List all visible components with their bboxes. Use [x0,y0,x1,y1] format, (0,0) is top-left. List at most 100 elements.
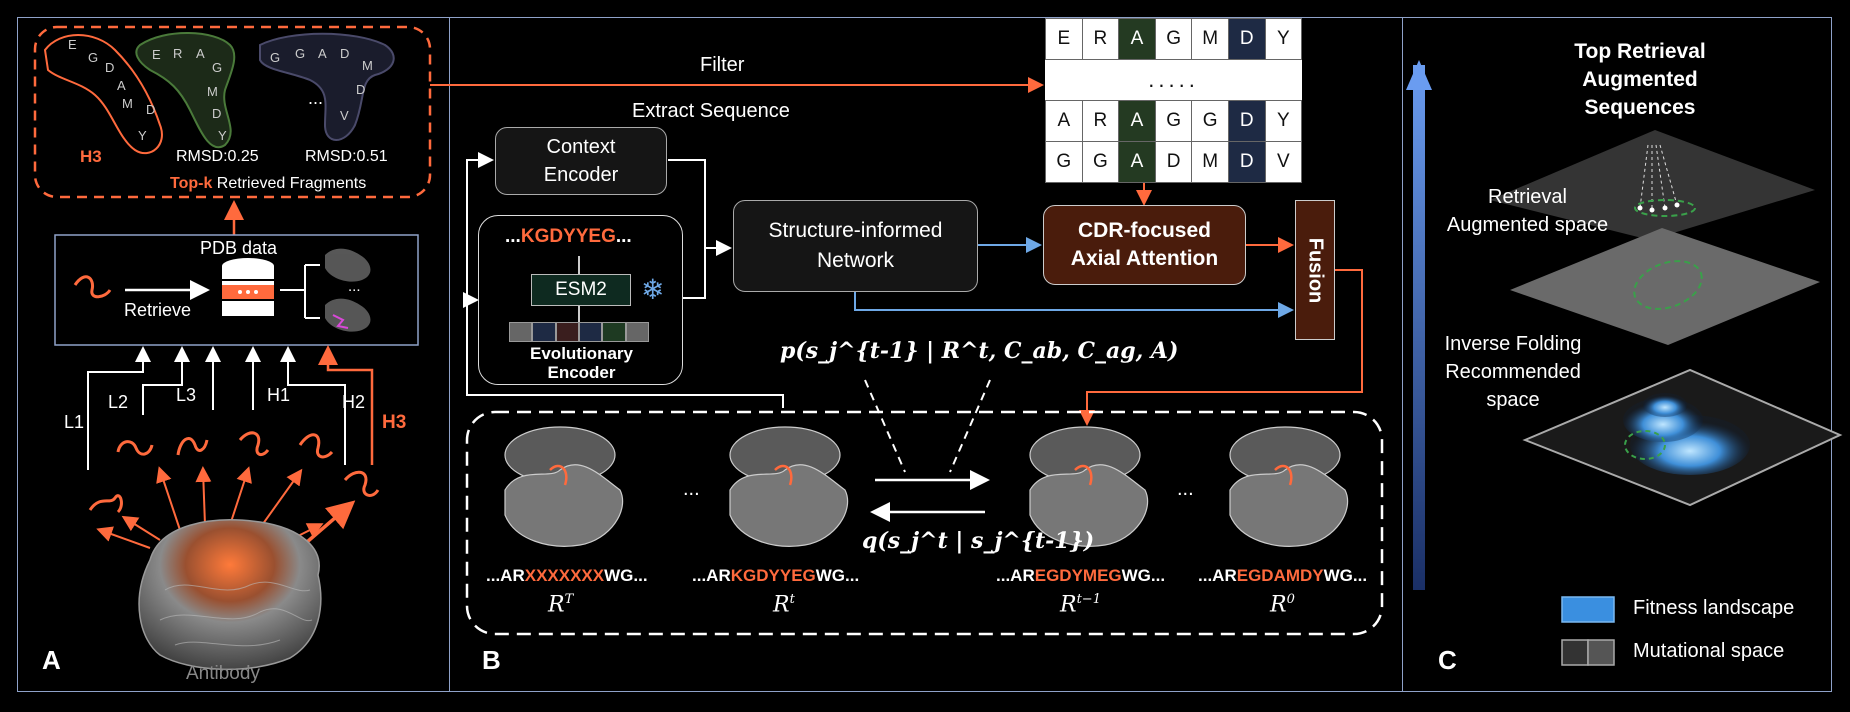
sin-line2: Network [816,249,895,272]
legend-swatch-fitness [1561,596,1615,623]
embedding-cell [625,322,649,342]
evo-encoder-line1: Evolutionary [530,344,633,363]
antibody-label: Antibody [186,663,260,684]
msa-cell: D [1227,18,1266,60]
seq-red: EGDAMDY [1236,566,1324,585]
structure-ellipsis-2: ... [1177,478,1194,500]
residue-m: M [207,84,218,99]
p-formula: p(s_j^{t-1} | R^t, C_ab, C_ag, A) [780,338,1178,364]
inverse-line3: space [1486,389,1540,411]
seq-post: WG... [815,566,860,585]
seq-post: WG... [1323,566,1368,585]
residue-d2: D [356,82,366,97]
residue-g: G [270,50,281,65]
panel-a-label: A [42,645,61,675]
embedding-cell [578,322,603,342]
q-formula: q(s_j^t | s_j^{t-1}) [862,528,1094,554]
down-arrow-1 [578,256,580,274]
retrieval-line1: Retrieval [1488,186,1567,208]
residue-e: E [68,37,77,52]
msa-cell: V [1264,141,1303,183]
residue-d: D [212,106,222,121]
msa-cell: E [1045,18,1083,60]
protein-structures [504,426,1349,547]
fusion-label: Fusion [1304,237,1327,303]
fragment-ellipsis: ... [308,88,324,108]
panel-c-label: C [1438,645,1457,675]
msa-dots: ..... [1045,59,1302,101]
msa-cell: G [1191,100,1229,142]
title-line1: Top Retrieval [1574,40,1706,63]
residue-d: D [340,46,350,61]
cdr-l2: L2 [108,392,129,412]
embedding-cell [555,322,579,342]
embedding-bar [509,322,649,342]
residue-y: Y [218,128,227,143]
esm2-label: ESM2 [555,279,607,300]
msa-cell: A [1118,100,1156,142]
cdr-attention-line2: Axial Attention [1070,247,1219,270]
rmsd-2: RMSD:0.51 [305,148,388,165]
cdr-h1: H1 [267,385,291,405]
legend-swatch-mutational-a [1561,639,1589,666]
fusion-box: Fusion [1295,200,1335,340]
residue-g: G [212,60,223,75]
state-letter: R [548,592,565,618]
msa-cell: R [1081,100,1120,142]
residue-r: R [173,46,183,61]
residue-e: E [152,47,161,62]
seq-pre: ...AR [1198,566,1237,585]
embedding-cell [602,322,626,342]
msa-cell: R [1081,18,1120,60]
pdb-data-label: PDB data [200,238,278,258]
panel-b-label: B [482,645,501,675]
msa-cell: D [1227,141,1266,183]
msa-cell: D [1154,141,1193,183]
state-sup: T [564,592,574,607]
msa-row: G G A D M D V [1045,141,1303,183]
down-arrow-2 [578,306,580,322]
context-encoder-line2: Encoder [543,164,619,186]
residue-v: V [340,108,349,123]
topk-rest: Retrieved Fragments [212,175,367,192]
state-label-rt: Rt [773,592,795,617]
residue-a: A [117,78,126,93]
antibody-structure [138,519,322,671]
seq-post: WG... [604,566,648,585]
seq-suffix: ... [615,226,632,247]
inverse-folding-label: Inverse Folding Recommended space [1423,330,1603,414]
msa-table: E R A G M D Y ..... A R A G G D Y G G A … [1045,18,1303,183]
context-encoder-line1: Context [546,136,616,158]
seq-post: WG... [1121,566,1166,585]
input-sequence: ...KGDYYEG... [505,226,632,248]
retrieval-line2: Augmented space [1446,214,1609,236]
context-encoder-box: Context Encoder [495,127,667,195]
sin-line1: Structure-informed [768,219,943,242]
msa-cell: D [1227,100,1266,142]
cdr-h3: H3 [382,412,407,433]
msa-cell: A [1118,141,1156,183]
panel-c-title: Top Retrieval Augmented Sequences [1545,38,1735,122]
residue-m: M [362,58,373,73]
database-icon [222,258,274,316]
seq-red: EGDYMEG [1034,566,1122,585]
msa-cell: G [1045,141,1083,183]
state-label-rT: RT [548,592,573,617]
msa-cell: Y [1264,18,1303,60]
esm2-box: ESM2 [531,274,631,306]
state-sup: t [789,592,795,607]
cdr-h2: H2 [342,392,366,412]
seq-red: KGDYYEG [520,226,616,247]
msa-row: A R A G G D Y [1045,100,1303,142]
sequence-r0: ...AREGDAMDYWG... [1198,566,1367,586]
msa-cell: A [1118,18,1156,60]
cdr-attention-line1: CDR-focused [1077,219,1211,242]
residue-a: A [318,46,327,61]
seq-pre: ...AR [996,566,1035,585]
cdr-attention-box: CDR-focused Axial Attention [1043,205,1246,285]
evolutionary-encoder-box: ...KGDYYEG... ESM2 ❄ Evolutionary Encode… [478,215,683,385]
sequence-rt: ...ARXXXXXXXWG... [486,566,648,586]
state-label-rt-1: Rt−1 [1060,592,1101,617]
inverse-line1: Inverse Folding [1444,333,1582,355]
